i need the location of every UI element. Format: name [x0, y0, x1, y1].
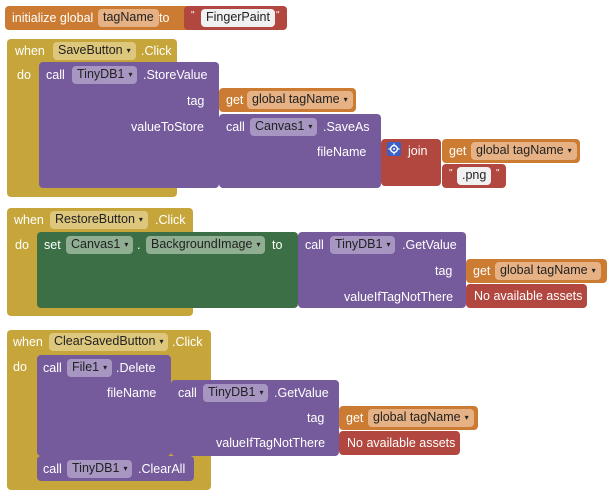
method-label: .StoreValue [143, 68, 208, 82]
chevron-down-icon: ▾ [103, 363, 108, 372]
get-variable-block[interactable]: get global tagName▾ [466, 259, 607, 283]
property-dropdown[interactable]: BackgroundImage▾ [146, 236, 266, 254]
notthere-param-label: valueIfTagNotThere [344, 290, 454, 304]
method-label: .Delete [116, 361, 156, 375]
chevron-down-icon: ▾ [123, 464, 128, 473]
to-label: to [159, 11, 170, 25]
component-dropdown[interactable]: TinyDB1▾ [67, 460, 133, 478]
method-label: .SaveAs [323, 120, 370, 134]
call-label: call [226, 120, 245, 134]
event-label: .Click [155, 213, 186, 227]
text-block[interactable]: " No available assets " [339, 431, 460, 455]
method-label: .GetValue [274, 386, 329, 400]
method-label: .GetValue [402, 238, 457, 252]
variable-dropdown[interactable]: global tagName▾ [368, 409, 474, 427]
global-var-name-field[interactable]: tagName [98, 9, 159, 27]
call-label: call [46, 68, 65, 82]
get-label: get [226, 93, 244, 107]
get-label: get [473, 264, 491, 278]
get-variable-block[interactable]: get global tagName▾ [339, 406, 478, 430]
chevron-down-icon: ▾ [567, 146, 572, 155]
text-value-field[interactable]: No available assets [474, 289, 583, 303]
close-quote: " [276, 10, 280, 21]
when-label: when [14, 213, 44, 227]
call-label: call [43, 361, 62, 375]
delete-call-block[interactable]: call File1▾ .Delete fileName [37, 355, 171, 456]
tag-param-label: tag [435, 264, 453, 278]
variable-dropdown[interactable]: global tagName▾ [247, 91, 353, 109]
gear-icon[interactable] [387, 142, 401, 156]
chevron-down-icon: ▾ [386, 240, 391, 249]
variable-dropdown[interactable]: global tagName▾ [471, 142, 577, 160]
get-variable-block[interactable]: get global tagName▾ [219, 88, 356, 112]
filename-param-label: fileName [107, 386, 157, 400]
chevron-down-icon: ▾ [124, 240, 129, 249]
open-quote: " [191, 10, 195, 21]
join-label: join [408, 144, 428, 158]
event-label: .Click [141, 44, 172, 58]
get-variable-block[interactable]: get global tagName▾ [442, 139, 580, 163]
chevron-down-icon: ▾ [256, 240, 261, 249]
initialize-global-label: initialize global [12, 11, 94, 25]
saveas-call-block[interactable]: call Canvas1▾ .SaveAs fileName [219, 114, 381, 188]
method-label: .ClearAll [138, 462, 186, 476]
do-label: do [17, 68, 31, 82]
filename-param-label: fileName [317, 145, 367, 159]
call-label: call [305, 238, 324, 252]
getvalue-call-block[interactable]: call TinyDB1▾ .GetValue tag valueIfTagNo… [298, 232, 466, 308]
notthere-param-label: valueIfTagNotThere [216, 436, 326, 450]
chevron-down-icon: ▾ [308, 122, 313, 131]
chevron-down-icon: ▾ [343, 95, 348, 104]
chevron-down-icon: ▾ [126, 46, 131, 55]
dot-label: . [137, 238, 141, 252]
text-value-field[interactable]: No available assets [347, 436, 456, 450]
text-block[interactable]: " No available assets " [466, 284, 587, 308]
do-label: do [15, 238, 29, 252]
open-quote: " [449, 168, 453, 179]
component-dropdown[interactable]: ClearSavedButton▾ [49, 333, 169, 351]
chevron-down-icon: ▾ [138, 215, 143, 224]
tag-param-label: tag [187, 94, 205, 108]
initialize-global-block[interactable]: initialize global tagName to " FingerPai… [5, 6, 287, 30]
component-dropdown[interactable]: RestoreButton▾ [50, 211, 148, 229]
text-block[interactable]: " FingerPaint " [184, 6, 287, 30]
chevron-down-icon: ▾ [159, 337, 164, 346]
set-label: set [44, 238, 61, 252]
text-block[interactable]: " .png " [442, 164, 506, 188]
chevron-down-icon: ▾ [259, 388, 264, 397]
getvalue-call-block[interactable]: call TinyDB1▾ .GetValue tag valueIfTagNo… [171, 380, 339, 456]
set-property-block[interactable]: set Canvas1▾ . BackgroundImage▾ to [37, 232, 298, 308]
text-value-field[interactable]: FingerPaint [201, 9, 275, 27]
component-dropdown[interactable]: File1▾ [67, 359, 113, 377]
component-dropdown[interactable]: TinyDB1▾ [330, 236, 396, 254]
call-label: call [178, 386, 197, 400]
get-label: get [346, 411, 364, 425]
storevalue-call-block[interactable]: call TinyDB1▾ .StoreValue tag valueToSto… [39, 62, 219, 188]
clearall-call-block[interactable]: call TinyDB1▾ .ClearAll [37, 456, 194, 481]
to-label: to [272, 238, 283, 252]
component-dropdown[interactable]: SaveButton▾ [53, 42, 136, 60]
chevron-down-icon: ▾ [464, 413, 469, 422]
component-dropdown[interactable]: TinyDB1▾ [72, 66, 138, 84]
variable-dropdown[interactable]: global tagName▾ [495, 262, 601, 280]
call-label: call [43, 462, 62, 476]
get-label: get [449, 144, 467, 158]
event-label: .Click [172, 335, 203, 349]
close-quote: " [496, 168, 500, 179]
component-dropdown[interactable]: Canvas1▾ [66, 236, 134, 254]
tag-param-label: tag [307, 411, 325, 425]
text-value-field[interactable]: .png [457, 167, 492, 185]
join-block[interactable]: join [381, 139, 441, 186]
chevron-down-icon: ▾ [128, 70, 133, 79]
when-label: when [13, 335, 43, 349]
when-label: when [15, 44, 45, 58]
component-dropdown[interactable]: TinyDB1▾ [203, 384, 269, 402]
component-dropdown[interactable]: Canvas1▾ [250, 118, 318, 136]
do-label: do [13, 360, 27, 374]
chevron-down-icon: ▾ [591, 266, 596, 275]
value-param-label: valueToStore [131, 120, 204, 134]
